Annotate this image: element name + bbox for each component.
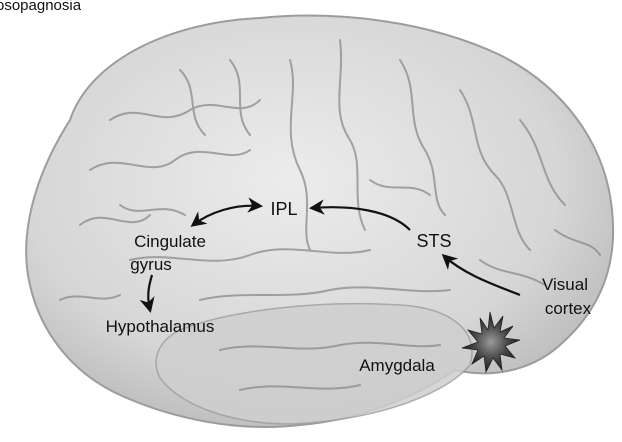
label-hypothalamus: Hypothalamus [106,317,215,336]
label-cortex: cortex [545,299,592,318]
label-sts: STS [416,231,451,251]
label-gyrus: gyrus [130,255,172,274]
label-cingulate: Cingulate [134,232,206,251]
label-visual: Visual [542,275,588,294]
label-ipl: IPL [270,199,297,219]
label-amygdala: Amygdala [359,356,435,375]
